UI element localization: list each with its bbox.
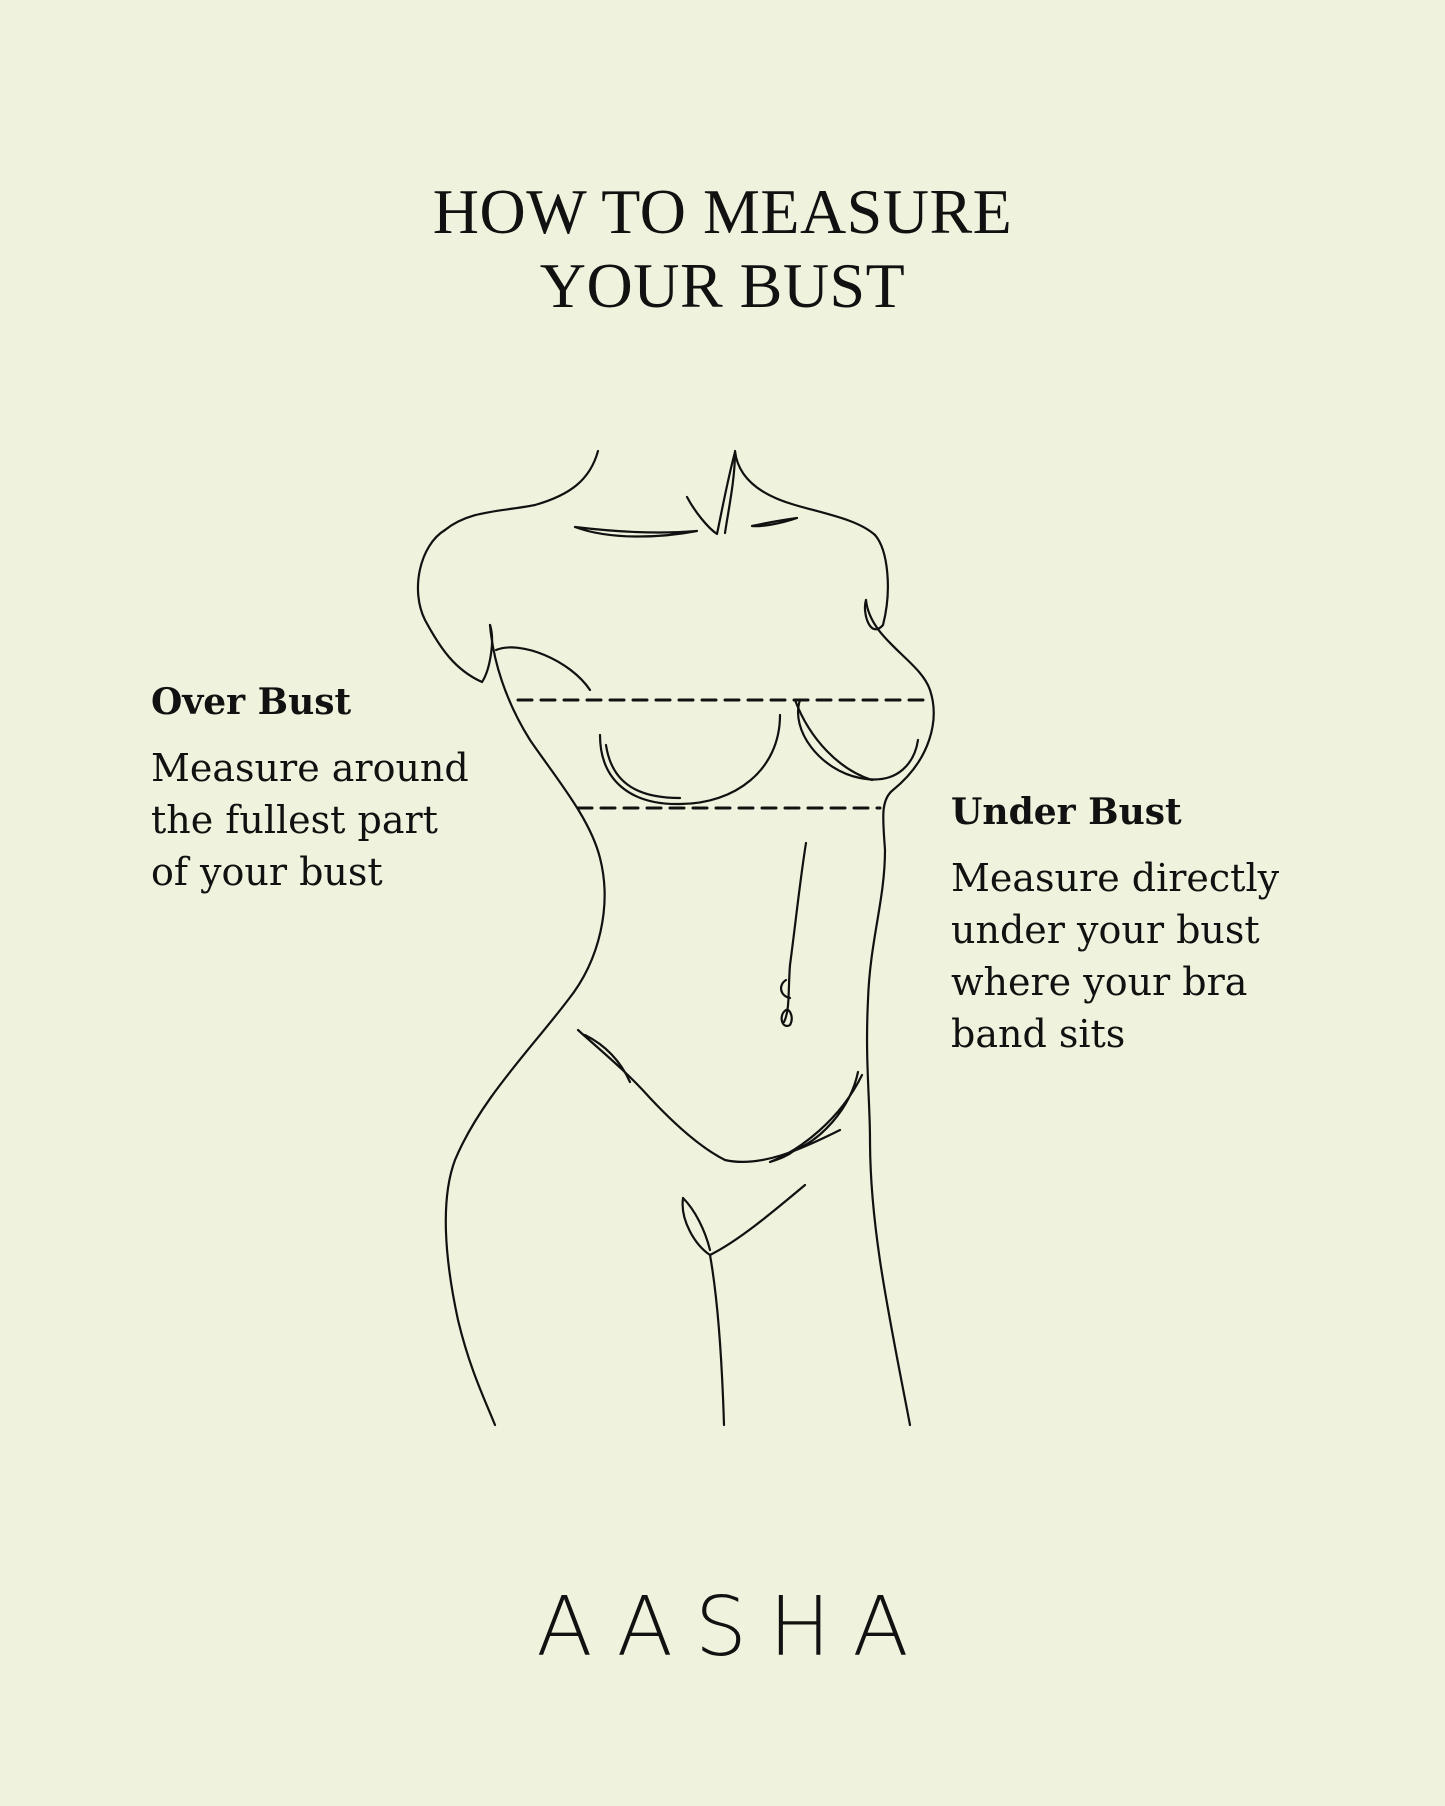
breast-right (797, 698, 920, 781)
under-bust-line-4: band sits (951, 1012, 1126, 1056)
title-line-1: HOW TO MEASURE (432, 176, 1013, 247)
over-bust-annotation: Over Bust Measure around the fullest par… (151, 680, 469, 898)
hip-crease-left-inner (583, 1033, 632, 1084)
torso-midline (782, 841, 808, 1024)
left-arm-inner (494, 646, 592, 692)
navel (780, 978, 793, 1028)
over-bust-description: Measure around the fullest part of your … (151, 742, 469, 898)
title-line-2: YOUR BUST (539, 250, 906, 321)
under-bust-line-3: where your bra (951, 960, 1248, 1004)
breast-right-outer (793, 698, 874, 782)
under-bust-line-2: under your bust (951, 908, 1260, 952)
hip-crease-right (768, 1070, 864, 1164)
left-side (444, 623, 606, 1427)
sternum-notch-2 (723, 450, 737, 535)
under-bust-description: Measure directly under your bust where y… (951, 852, 1279, 1060)
left-shoulder (416, 528, 494, 684)
over-bust-line-3: of your bust (151, 850, 383, 894)
collarbone-left (573, 525, 699, 538)
right-shoulder (863, 533, 889, 631)
hip-crease-left (576, 1028, 842, 1164)
under-bust-line-1: Measure directly (951, 856, 1280, 900)
neck-right (733, 449, 877, 537)
over-bust-heading: Over Bust (151, 681, 352, 723)
groin-inner (681, 1196, 712, 1252)
thigh-inner (708, 1253, 726, 1427)
over-bust-line-2: the fullest part (151, 798, 438, 842)
brand-logo: AASHA (536, 1580, 931, 1675)
neck-left (443, 449, 600, 532)
collarbone-right (750, 516, 799, 528)
sternum-notch (685, 450, 737, 536)
page-title: HOW TO MEASURE YOUR BUST (0, 175, 1445, 323)
under-bust-heading: Under Bust (951, 791, 1182, 833)
under-bust-annotation: Under Bust Measure directly under your b… (951, 790, 1279, 1060)
breast-left (598, 713, 782, 806)
over-bust-line-1: Measure around (151, 746, 469, 790)
right-side (864, 598, 935, 1427)
breast-left-inner (604, 743, 682, 800)
groin (681, 1183, 807, 1257)
